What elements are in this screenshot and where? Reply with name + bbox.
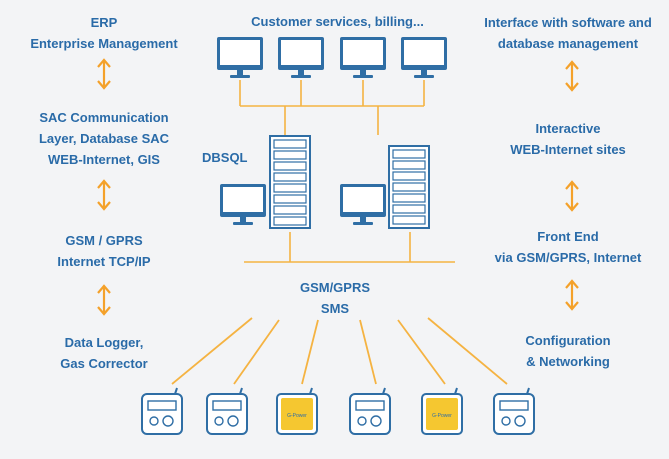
server-rack-icon bbox=[269, 135, 311, 229]
data-logger-icon bbox=[206, 387, 248, 435]
db-monitor-icon bbox=[340, 184, 386, 225]
bidirectional-arrow-icon bbox=[96, 179, 112, 211]
configuration-networking-label: Configuration& Networking bbox=[525, 333, 611, 369]
server-rack-icon bbox=[388, 145, 430, 229]
network-bus-lines bbox=[244, 232, 455, 263]
gas-corrector-icon bbox=[421, 387, 463, 435]
customer-bus-lines bbox=[239, 80, 425, 135]
dbsql-label: DBSQL bbox=[202, 150, 248, 165]
bidirectional-arrow-icon bbox=[96, 58, 112, 90]
bidirectional-arrow-icon bbox=[564, 180, 580, 212]
customer-monitor-icon bbox=[278, 37, 324, 78]
db-monitor-icon bbox=[220, 184, 266, 225]
bidirectional-arrow-icon bbox=[564, 60, 580, 92]
customer-monitor-icon bbox=[340, 37, 386, 78]
device-screen-text: G-Power bbox=[287, 413, 307, 419]
bidirectional-arrow-icon bbox=[564, 279, 580, 311]
data-logger-icon bbox=[493, 387, 535, 435]
customer-services-label: Customer services, billing... bbox=[251, 14, 424, 29]
data-logger-icon bbox=[349, 387, 391, 435]
customer-monitor-icon bbox=[217, 37, 263, 78]
bidirectional-arrow-icon bbox=[96, 284, 112, 316]
device-screen-text: G-Power bbox=[432, 413, 452, 419]
data-logger-icon bbox=[141, 387, 183, 435]
customer-monitor-icon bbox=[401, 37, 447, 78]
device-link-lines bbox=[171, 317, 508, 385]
data-logger-label: Data Logger,Gas Corrector bbox=[60, 335, 148, 371]
gas-corrector-icon bbox=[276, 387, 318, 435]
